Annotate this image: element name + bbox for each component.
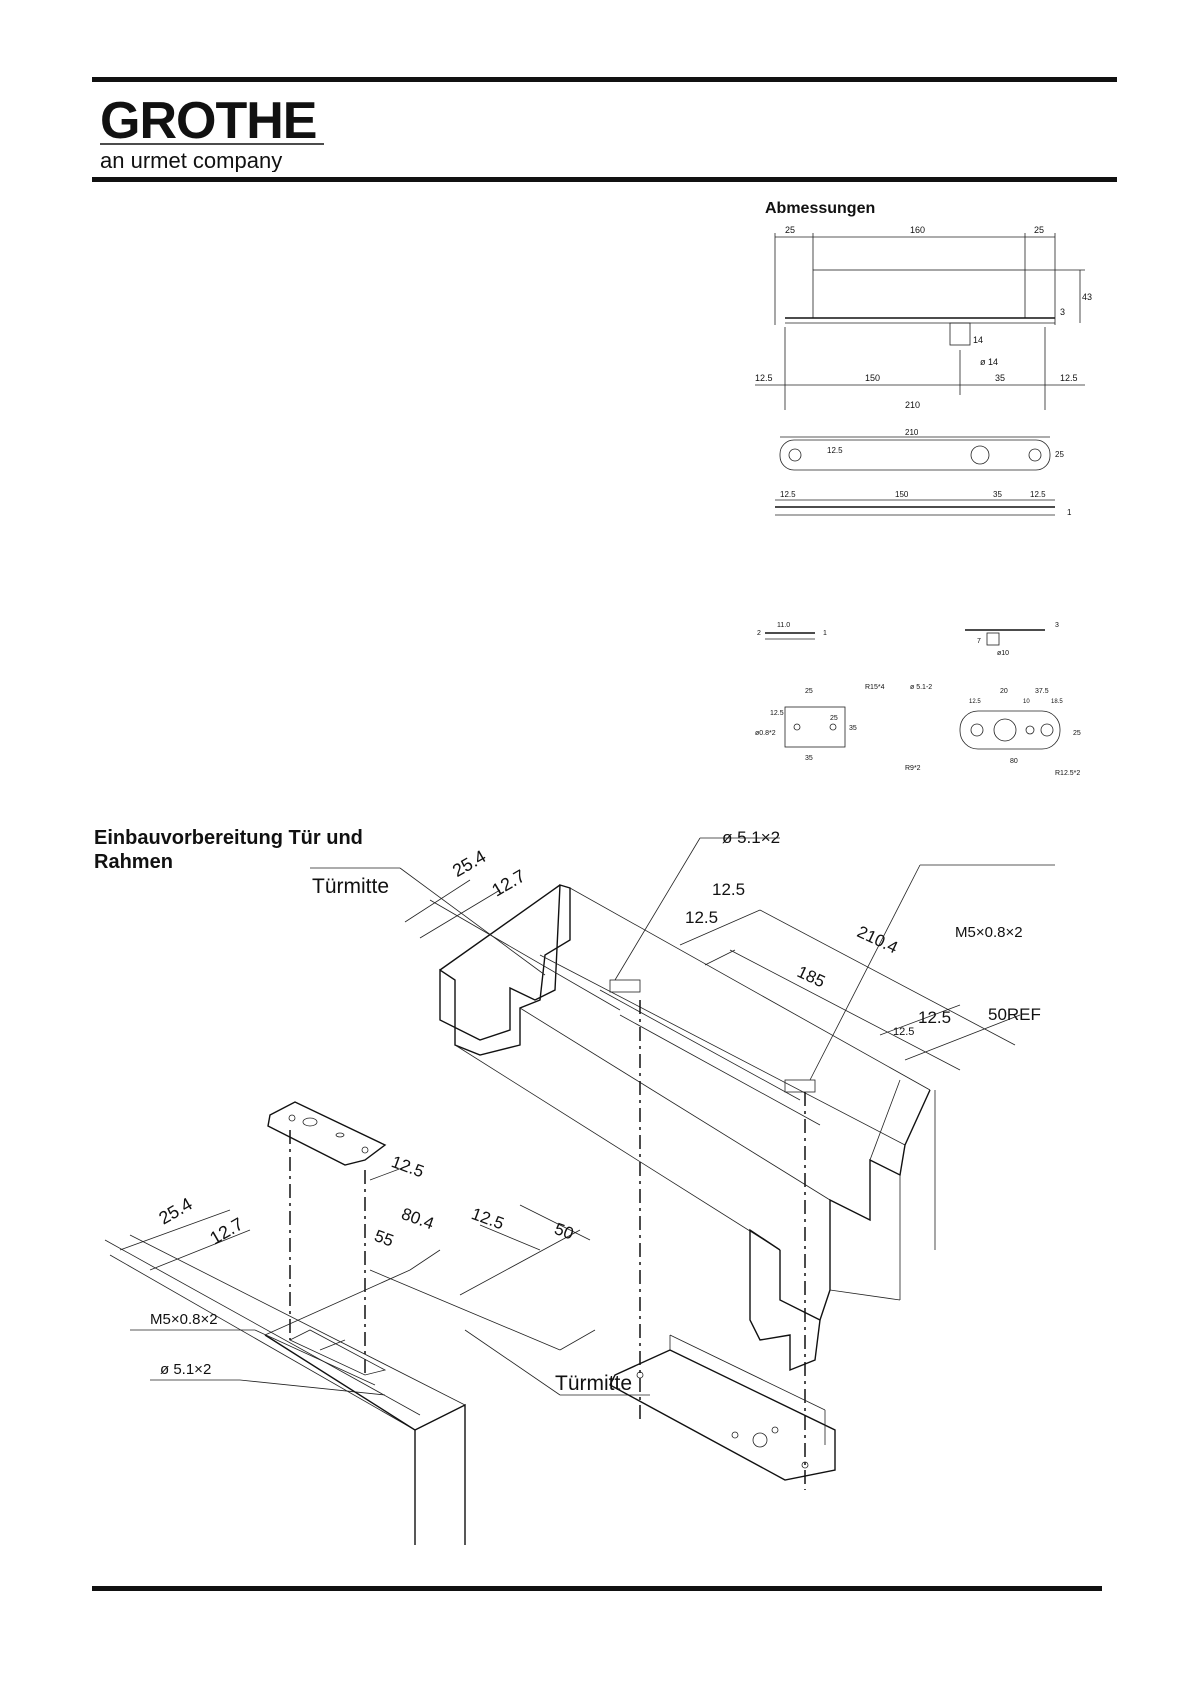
plate-dim-1: 1 <box>1067 508 1072 517</box>
upper-d127: 12.7 <box>488 866 528 901</box>
bv-37-5: 37.5 <box>1035 688 1049 695</box>
footer-rule <box>92 1586 1102 1591</box>
upper-dimensions: Türmitte ø 5.1×2 25.4 12.7 12.5 12.5 210… <box>310 828 1055 1093</box>
small-views: 11.0 2 1 3 7 ø10 <box>757 622 1059 657</box>
dim-43: 43 <box>1082 292 1092 302</box>
plate-dim-210: 210 <box>905 428 919 437</box>
header-top-rule <box>92 77 1117 82</box>
small-dim-11: 11.0 <box>777 622 790 629</box>
bv-12-5b: 12.5 <box>969 699 981 705</box>
install-title: Einbauvorbereitung Tür und Rahmen <box>94 827 363 873</box>
plate-dim-150: 150 <box>895 490 909 499</box>
dimensions-title: Abmessungen <box>765 200 876 217</box>
lower-d127: 12.7 <box>206 1214 246 1249</box>
upper-ref: 50REF <box>988 1005 1041 1024</box>
bv-20: 20 <box>1000 688 1008 695</box>
dim-14: 14 <box>973 335 983 345</box>
upper-d254: 25.4 <box>449 846 489 881</box>
bv-12-5: 12.5 <box>770 710 784 717</box>
lower-d125a: 12.5 <box>389 1152 427 1181</box>
bottom-views: 25 R15*4 12.5 35 25 ø0.8*2 35 ø 5.1-2 20… <box>755 684 1081 777</box>
frame-profile <box>439 884 936 1372</box>
dim-25a: 25 <box>785 225 795 235</box>
upper-d125c: 12.5 <box>918 1008 951 1027</box>
plate-dim-12-5: 12.5 <box>827 446 843 455</box>
bv-25b: 25 <box>830 715 838 722</box>
upper-d125b: 12.5 <box>685 908 718 927</box>
lower-d804: 80.4 <box>399 1204 437 1233</box>
logo-tagline: an urmet company <box>100 148 282 172</box>
plate-view: 210 12.5 25 12.5 150 35 12.5 1 <box>775 428 1072 517</box>
bv-80: 80 <box>1010 758 1018 765</box>
upper-thread: M5×0.8×2 <box>955 924 1023 941</box>
bv-r12-5: R12.5*2 <box>1055 770 1080 777</box>
bv-r9: R9*2 <box>905 765 921 772</box>
upper-d125a: 12.5 <box>712 880 745 899</box>
small-dim-3: 3 <box>1055 622 1059 629</box>
bv-o51: ø 5.1-2 <box>910 684 932 691</box>
small-plate <box>267 1101 387 1166</box>
lower-hole: ø 5.1×2 <box>160 1361 211 1378</box>
lower-dimensions: 25.4 12.7 12.5 80.4 55 12.5 50 M5×0.8×2 … <box>119 1152 650 1396</box>
bv-25: 25 <box>805 688 813 695</box>
header-bottom-rule <box>92 177 1117 182</box>
dim-o14: ø 14 <box>980 357 998 367</box>
small-dim-o10: ø10 <box>997 650 1009 657</box>
dim-160: 160 <box>910 225 925 235</box>
upper-door-center: Türmitte <box>312 875 389 898</box>
dim-12-5a: 12.5 <box>755 373 773 383</box>
lower-d254: 25.4 <box>155 1194 195 1229</box>
dim-210: 210 <box>905 400 920 410</box>
dimensions-drawing: 25 160 25 43 3 14 ø 14 12.5 150 35 12.5 … <box>755 225 1092 777</box>
door-profile <box>104 1229 596 1545</box>
plate-dim-12-5a: 12.5 <box>780 490 796 499</box>
dim-12-5b: 12.5 <box>1060 373 1078 383</box>
small-dim-1: 1 <box>823 630 827 637</box>
install-drawing: Türmitte ø 5.1×2 25.4 12.7 12.5 12.5 210… <box>104 828 1055 1545</box>
lower-d55: 55 <box>372 1226 396 1250</box>
dim-3: 3 <box>1060 307 1065 317</box>
bv-o08: ø0.8*2 <box>755 730 776 737</box>
small-dim-2: 2 <box>757 630 761 637</box>
upper-d185: 185 <box>794 962 828 991</box>
bv-10: 10 <box>1023 699 1030 705</box>
lower-thread: M5×0.8×2 <box>150 1311 218 1328</box>
plate-dim-12-5b: 12.5 <box>1030 490 1046 499</box>
dim-25b: 25 <box>1034 225 1044 235</box>
plate-dim-35: 35 <box>993 490 1002 499</box>
upper-hole: ø 5.1×2 <box>722 828 780 847</box>
small-dim-7: 7 <box>977 638 981 645</box>
upper-d2104: 210.4 <box>854 922 901 957</box>
bv-18-5: 18.5 <box>1051 699 1063 705</box>
bv-35a: 35 <box>849 725 857 732</box>
top-view: 25 160 25 43 3 14 ø 14 12.5 150 35 12.5 … <box>755 225 1092 410</box>
dim-150: 150 <box>865 373 880 383</box>
lower-d125b: 12.5 <box>469 1204 507 1233</box>
grothe-logo: GROTHE an urmet company <box>98 90 328 172</box>
upper-d125d: 12.5 <box>893 1026 914 1038</box>
bv-35b: 35 <box>805 755 813 762</box>
plate-dim-25: 25 <box>1055 450 1064 459</box>
bracket <box>609 1334 836 1481</box>
lower-door-center: Türmitte <box>555 1372 632 1395</box>
bv-r15: R15*4 <box>865 684 885 691</box>
logo-brand: GROTHE <box>100 92 316 150</box>
dim-35: 35 <box>995 373 1005 383</box>
bv-25c: 25 <box>1073 730 1081 737</box>
